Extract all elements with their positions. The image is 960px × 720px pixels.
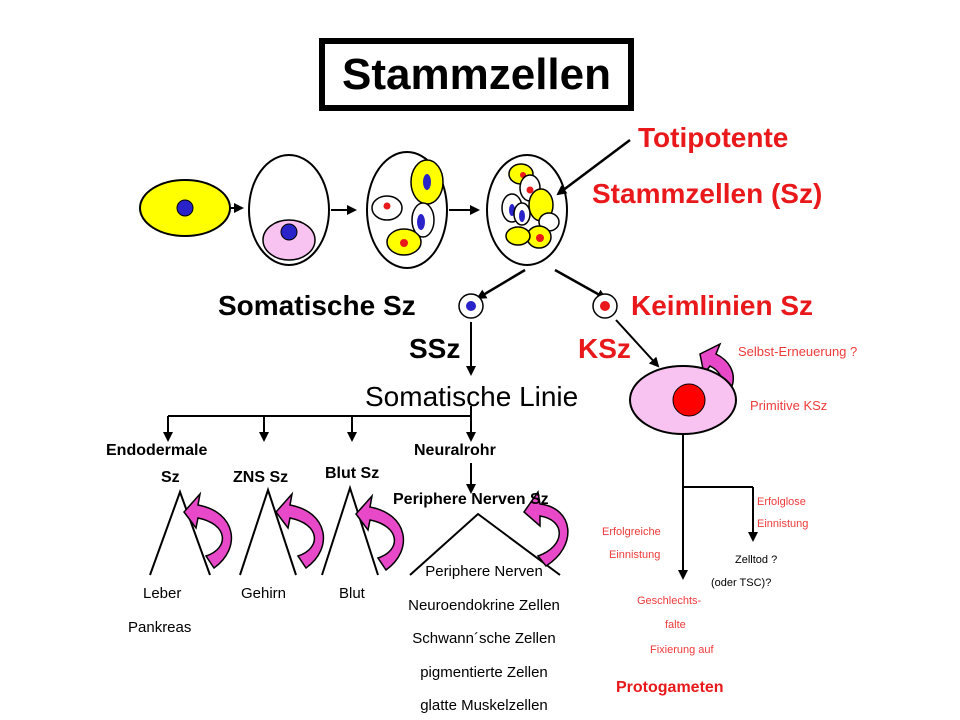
four-cell-embryo bbox=[366, 151, 448, 269]
zygote-cell bbox=[248, 154, 330, 266]
cell-death-line2: (oder TSC)? bbox=[711, 577, 772, 589]
endoderm-label-line2: Sz bbox=[161, 469, 180, 486]
endoderm-label-line1: Endodermale bbox=[106, 442, 208, 459]
primitive-germ-cell bbox=[629, 365, 737, 435]
germline-outcome-lines bbox=[678, 434, 758, 580]
product-pancreas: Pankreas bbox=[128, 619, 192, 636]
neural-product-2: Neuroendokrine Zellen bbox=[408, 597, 560, 614]
peripheral-nerve-sz-label: Periphere Nerven Sz bbox=[393, 491, 549, 508]
success-implant-line2: Einnistung bbox=[609, 549, 661, 561]
page-title: Stammzellen bbox=[319, 38, 634, 111]
success-implant-line1: Erfolgreiche bbox=[602, 526, 661, 538]
totipotent-label-line1: Totipotente bbox=[638, 122, 789, 153]
neural-product-4: pigmentierte Zellen bbox=[420, 664, 548, 681]
failed-implant-line2: Einnistung bbox=[757, 518, 809, 530]
somatic-stem-cell bbox=[458, 293, 484, 319]
morula-embryo bbox=[486, 154, 568, 266]
neural-product-3: Schwann´sche Zellen bbox=[412, 630, 556, 647]
product-liver: Leber bbox=[143, 585, 182, 602]
oocyte-cell bbox=[139, 179, 231, 237]
germline-abbr: KSz bbox=[578, 333, 631, 364]
genital-fold-line1: Geschlechts- bbox=[637, 595, 702, 607]
cell-death-line1: Zelltod ? bbox=[735, 554, 778, 566]
totipotent-pointer-arrow bbox=[556, 139, 631, 196]
failed-implant-line1: Erfolglose bbox=[757, 496, 806, 508]
arrow-to-primitive bbox=[615, 319, 660, 368]
primitive-germ-cell-label: Primitive KSz bbox=[750, 398, 828, 413]
somatic-abbr: SSz bbox=[409, 333, 461, 364]
genital-fold-line2: falte bbox=[665, 619, 686, 631]
self-renewal-label: Selbst-Erneuerung ? bbox=[738, 344, 858, 359]
arrow-to-somatic bbox=[476, 268, 526, 300]
germline-stem-cell-label: Keimlinien Sz bbox=[631, 290, 814, 321]
protogametes-label: Protogameten bbox=[616, 679, 724, 696]
zns-label: ZNS Sz bbox=[233, 469, 289, 486]
neural-product-1: Periphere Nerven bbox=[425, 563, 543, 580]
product-brain: Gehirn bbox=[241, 585, 287, 602]
blood-label: Blut Sz bbox=[325, 465, 380, 482]
product-blood: Blut bbox=[339, 585, 365, 602]
lineage-triangles bbox=[149, 484, 561, 576]
neural-product-5: glatte Muskelzellen bbox=[420, 697, 548, 714]
neural-tube-label: Neuralrohr bbox=[414, 442, 496, 459]
totipotent-label-line2: Stammzellen (Sz) bbox=[592, 178, 823, 209]
somatic-tree-lines bbox=[163, 406, 476, 494]
somatic-stem-cell-label: Somatische Sz bbox=[218, 290, 416, 321]
germline-stem-cell bbox=[592, 293, 618, 319]
arrow-to-germline bbox=[554, 268, 607, 300]
somatic-line-label: Somatische Linie bbox=[365, 381, 579, 412]
fixation-label: Fixierung auf bbox=[650, 644, 714, 656]
